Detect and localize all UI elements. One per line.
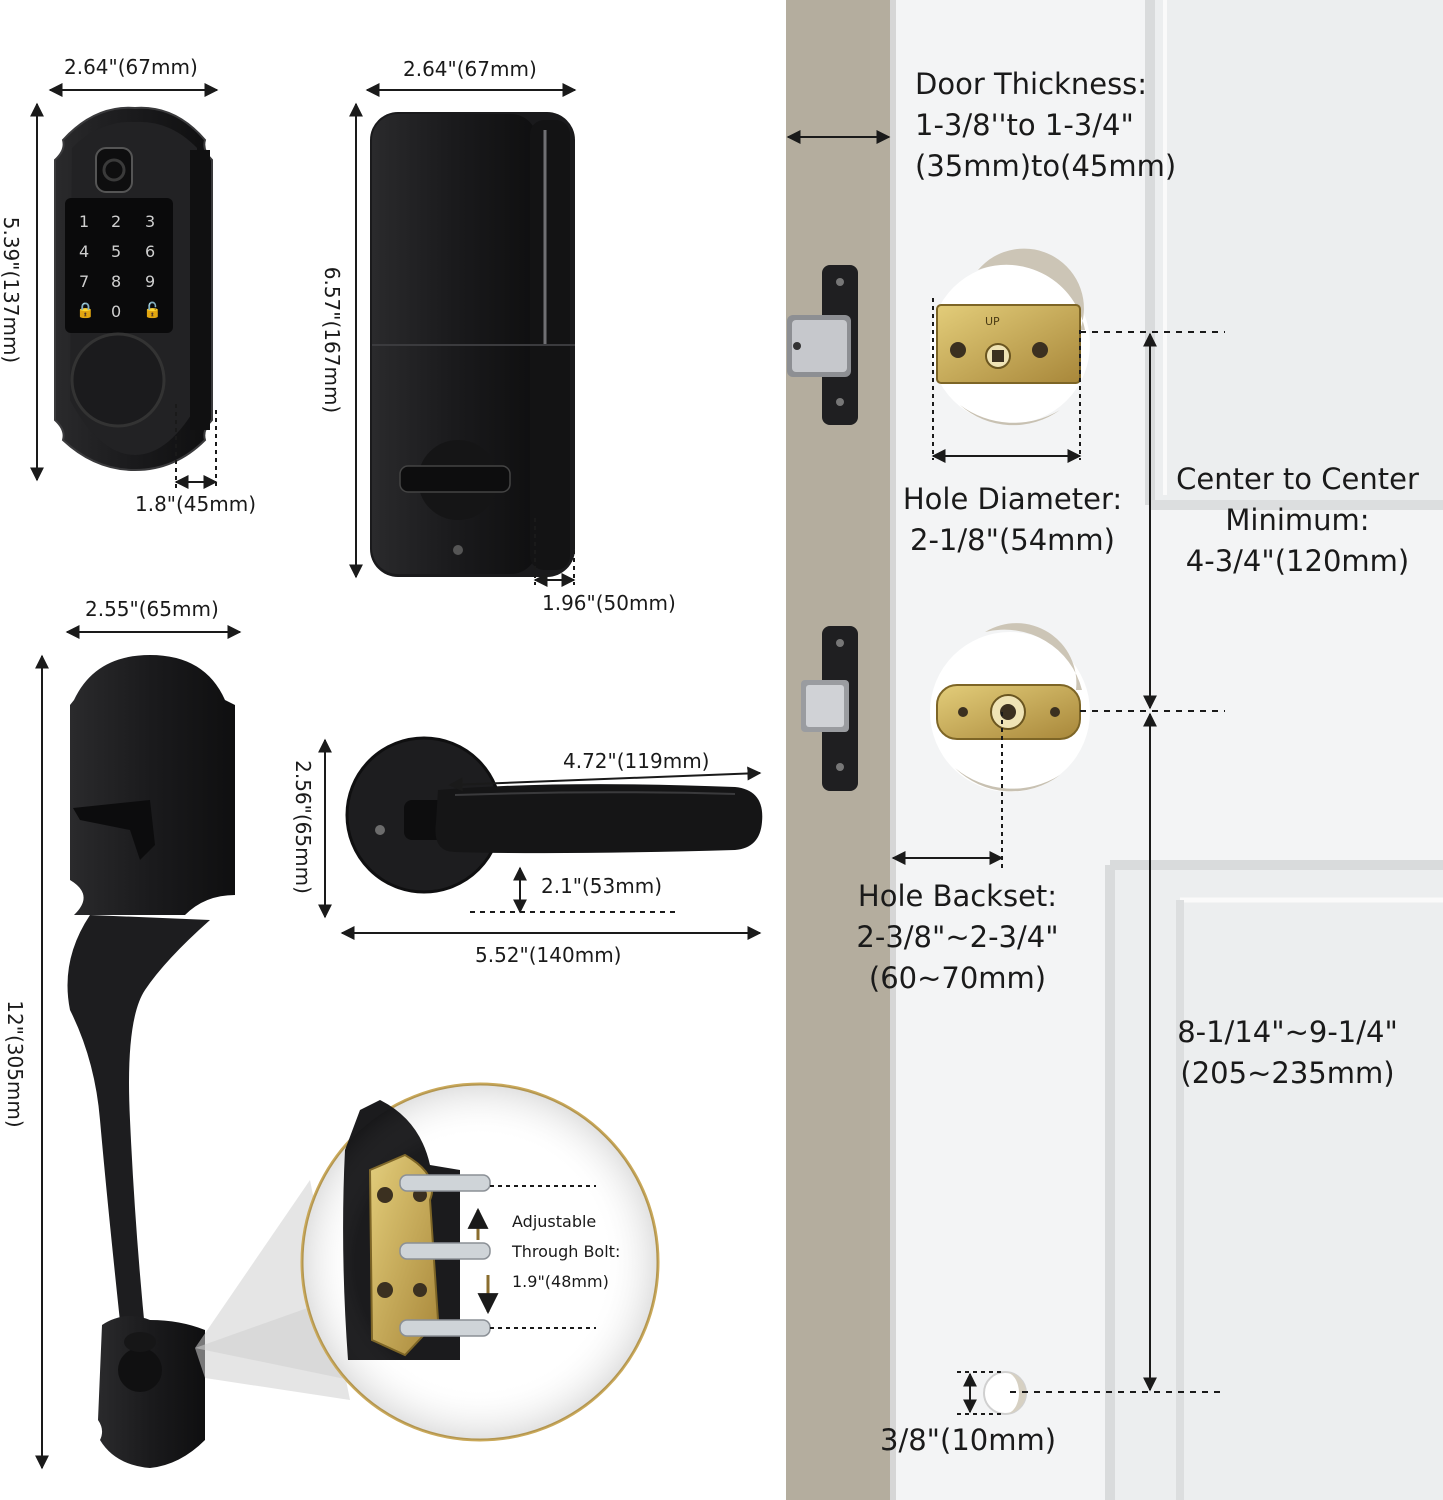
- backset-title: Hole Backset:: [857, 879, 1058, 913]
- center-to-center-value: 4-3/4"(120mm): [1185, 544, 1410, 578]
- bottom-span-label: 8-1/14"~9-1/4" (205~235mm): [1165, 1012, 1410, 1094]
- backset-imperial: 2-3/8"~2-3/4": [856, 920, 1059, 954]
- through-bolt-label-3: 1.9"(48mm): [512, 1272, 609, 1291]
- bottom-span-imperial: 8-1/14"~9-1/4": [1177, 1015, 1398, 1049]
- key-7: 7: [79, 272, 90, 291]
- lower-bore-hole: [930, 623, 1090, 792]
- upper-latch-plate: [787, 265, 858, 425]
- lower-latch-plate: [801, 626, 858, 791]
- door-panel-upper: [1150, 0, 1443, 505]
- inside-unit: [370, 112, 575, 577]
- center-to-center-subtitle: Minimum:: [1225, 503, 1370, 537]
- key-8: 8: [111, 272, 122, 291]
- door-thickness-metric: (35mm)to(45mm): [915, 149, 1177, 183]
- backset-label: Hole Backset: 2-3/8"~2-3/4" (60~70mm): [840, 876, 1075, 999]
- lever-length-label: 4.72"(119mm): [563, 749, 710, 773]
- key-6: 6: [145, 242, 156, 261]
- touch-keypad: [65, 198, 173, 333]
- lever-total-label: 5.52"(140mm): [475, 943, 622, 967]
- door-thickness-imperial: 1-3/8''to 1-3/4": [915, 108, 1134, 142]
- key-2: 2: [111, 212, 122, 231]
- keypad-depth-label: 1.8"(45mm): [135, 492, 257, 516]
- small-strike-hole: [983, 1371, 1027, 1415]
- through-bolt-label-2: Through Bolt:: [512, 1242, 621, 1261]
- inside-depth-label: 1.96"(50mm): [542, 591, 676, 615]
- lever-length-line: [448, 766, 762, 792]
- key-0: 0: [111, 302, 122, 321]
- door-thickness-label: Door Thickness: 1-3/8''to 1-3/4" (35mm)t…: [915, 64, 1176, 187]
- keypad-unit: [54, 106, 213, 472]
- handleset-width-label: 2.55"(65mm): [85, 597, 219, 621]
- keypad-knob: [70, 332, 166, 428]
- door-thickness-title: Door Thickness:: [915, 67, 1148, 101]
- upper-bore-hole: UP: [930, 248, 1090, 426]
- fingerprint-sensor: [95, 147, 133, 193]
- backset-metric: (60~70mm): [868, 961, 1047, 995]
- door-illustration: [786, 0, 1443, 1500]
- thumb-turn: [399, 465, 511, 493]
- key-3: 3: [145, 212, 156, 231]
- bottom-span-metric: (205~235mm): [1180, 1056, 1395, 1090]
- lever-projection-label: 2.1"(53mm): [541, 874, 663, 898]
- hole-diameter-value: 2-1/8"(54mm): [910, 523, 1115, 557]
- handleset-height-label: 12"(305mm): [3, 1000, 27, 1128]
- door-panel-lower: [1110, 865, 1443, 1500]
- center-to-center-label: Center to Center Minimum: 4-3/4"(120mm): [1160, 459, 1435, 582]
- svg-text:UP: UP: [985, 315, 1000, 328]
- key-5: 5: [111, 242, 122, 261]
- keypad-width-label: 2.64"(67mm): [64, 55, 198, 79]
- unlock-icon: 🔓: [143, 301, 162, 319]
- dimension-lines: [30, 83, 1225, 1470]
- handleset: [67, 655, 235, 1468]
- key-9: 9: [145, 272, 156, 291]
- hole-diameter-label: Hole Diameter: 2-1/8"(54mm): [895, 479, 1130, 561]
- key-4: 4: [79, 242, 90, 261]
- small-hole-label: 3/8"(10mm): [880, 1423, 1057, 1457]
- key-1: 1: [79, 212, 90, 231]
- through-bolt-label-1: Adjustable: [512, 1212, 597, 1231]
- inside-width-label: 2.64"(67mm): [403, 57, 537, 81]
- inside-height-label: 6.57"(167mm): [320, 266, 344, 414]
- through-bolt-detail: [195, 1082, 660, 1442]
- lever-rose-label: 2.56"(65mm): [291, 760, 315, 894]
- keypad-height-label: 5.39"(137mm): [0, 216, 23, 364]
- center-to-center-title: Center to Center: [1176, 462, 1419, 496]
- lock-icon: 🔒: [76, 301, 95, 319]
- hole-diameter-title: Hole Diameter:: [902, 482, 1123, 516]
